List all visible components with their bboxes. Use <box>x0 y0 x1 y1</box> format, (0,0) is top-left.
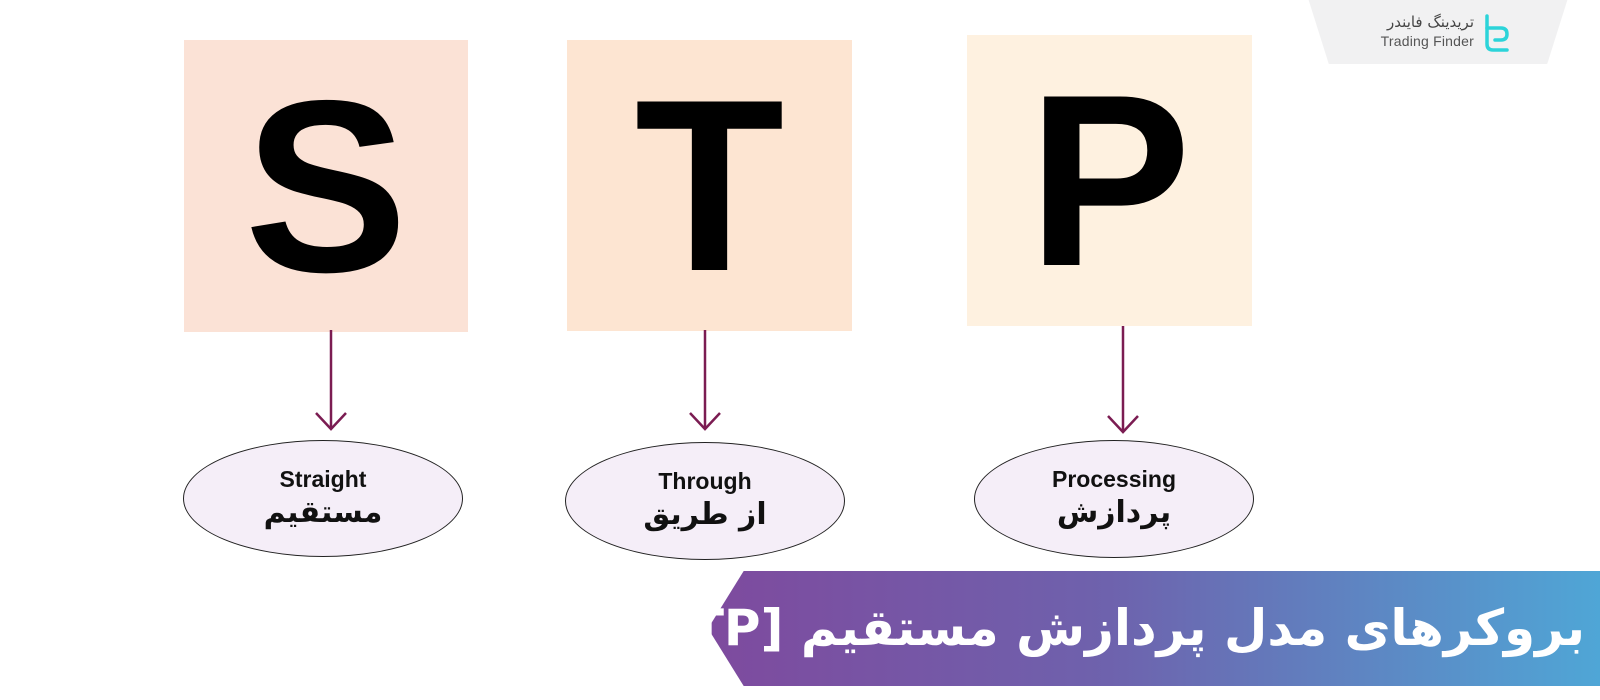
label-oval-processing: Processing پردازش <box>974 440 1254 558</box>
arrow-p <box>1107 326 1139 434</box>
label-fa-processing: پردازش <box>1056 495 1172 530</box>
arrow-s <box>315 330 347 431</box>
logo-badge <box>1308 0 1568 64</box>
label-en-processing: Processing <box>1052 466 1176 492</box>
label-fa-straight: مستقیم <box>263 494 383 530</box>
label-fa-through: از طریق <box>643 497 767 532</box>
banner-title: بروکرهای مدل پردازش مستقیم [STP] <box>630 599 1585 657</box>
letter-box-p: P <box>967 35 1252 326</box>
label-en-through: Through <box>658 468 752 494</box>
arrow-t <box>689 330 721 431</box>
letter-s: S <box>244 48 408 323</box>
letter-box-t: T <box>567 40 852 331</box>
trading-finder-logo-icon <box>1485 14 1509 52</box>
label-oval-straight: Straight مستقیم <box>183 440 463 557</box>
label-oval-through: Through از طریق <box>565 442 845 560</box>
letter-box-s: S <box>184 40 468 332</box>
brand-name-fa: تریدینگ فایندر <box>1387 13 1474 31</box>
brand-name: تریدینگ فایندر Trading Finder <box>1370 12 1474 50</box>
label-en-straight: Straight <box>279 465 367 492</box>
letter-p: P <box>1027 43 1192 317</box>
brand-name-en: Trading Finder <box>1380 33 1474 49</box>
letter-t: T <box>634 48 785 322</box>
title-banner <box>708 571 1600 686</box>
